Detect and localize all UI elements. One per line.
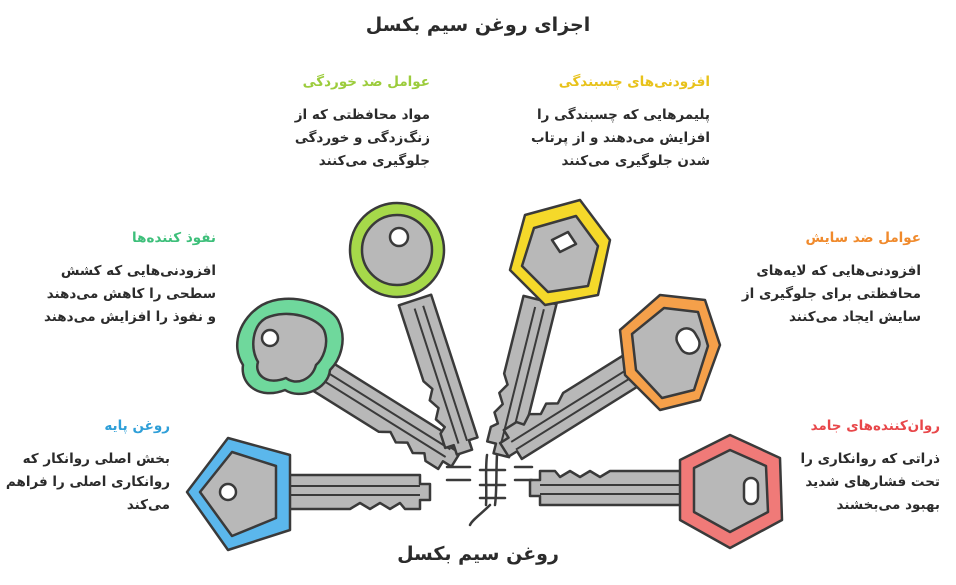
desc-line: سایش ایجاد می‌کنند: [788, 309, 921, 325]
item-antiwear: عوامل ضد سایش افزودنی‌هایی که لایه‌های م…: [741, 230, 921, 329]
desc-line: سطحی را کاهش می‌دهند: [46, 286, 216, 302]
key-yellow-icon: [483, 198, 612, 461]
desc-line: شدن جلوگیری می‌کنند: [561, 153, 710, 169]
desc-line: بهبود می‌بخشند: [836, 497, 940, 513]
item-anticorrosion: عوامل ضد خوردگی مواد محافظتی که از زنگ‌ز…: [260, 74, 430, 173]
item-heading-base-oil: روغن پایه: [104, 418, 170, 434]
desc-line: تحت فشارهای شدید: [805, 474, 940, 490]
desc-line: جلوگیری می‌کنند: [318, 153, 430, 169]
item-desc-base-oil: بخش اصلی روانکار که روانکاری اصلی را فرا…: [5, 448, 170, 517]
hand-grip-icon: [445, 453, 534, 527]
item-heading-solid-lubricants: روان‌کننده‌های جامد: [810, 418, 940, 434]
desc-line: ذراتی که روانکاری را: [800, 451, 940, 467]
key-blue-icon: [185, 436, 432, 552]
item-heading-penetrants: نفوذ کننده‌ها: [132, 230, 216, 246]
desc-line: زنگ‌زدگی و خوردگی: [294, 130, 430, 146]
diagram-center-label: روغن سیم بکسل: [397, 543, 559, 565]
desc-line: افزایش می‌دهند و از پرتاب: [530, 130, 710, 146]
item-desc-antiwear: افزودنی‌هایی که لایه‌های محافظتی برای جل…: [741, 260, 921, 329]
diagram-title: اجزای روغن سیم بکسل: [365, 14, 591, 36]
key-red-icon: [528, 433, 784, 550]
desc-line: بخش اصلی روانکار که: [22, 451, 170, 467]
item-penetrants: نفوذ کننده‌ها افزودنی‌هایی که کشش سطحی ر…: [40, 230, 216, 329]
item-desc-penetrants: افزودنی‌هایی که کشش سطحی را کاهش می‌دهند…: [40, 260, 216, 329]
item-heading-antiwear: عوامل ضد سایش: [805, 230, 921, 246]
desc-line: پلیمرهایی که چسبندگی را: [536, 107, 710, 123]
key-mint-icon: [236, 297, 466, 476]
item-base-oil: روغن پایه بخش اصلی روانکار که روانکاری ا…: [5, 418, 170, 517]
item-heading-tackiness: افزودنی‌های چسبندگی: [558, 74, 710, 90]
item-heading-anticorrosion: عوامل ضد خوردگی: [302, 74, 430, 90]
desc-line: و نفوذ را افزایش می‌دهند: [43, 309, 216, 325]
desc-line: می‌کند: [126, 497, 170, 513]
item-tackiness: افزودنی‌های چسبندگی پلیمرهایی که چسبندگی…: [520, 74, 710, 173]
item-desc-solid-lubricants: ذراتی که روانکاری را تحت فشارهای شدید به…: [790, 448, 940, 517]
key-orange-icon: [494, 293, 722, 466]
desc-line: افزودنی‌هایی که لایه‌های: [756, 263, 921, 279]
item-desc-tackiness: پلیمرهایی که چسبندگی را افزایش می‌دهند و…: [520, 104, 710, 173]
desc-line: مواد محافظتی که از: [294, 107, 430, 123]
item-solid-lubricants: روان‌کننده‌های جامد ذراتی که روانکاری را…: [790, 418, 940, 517]
desc-line: افزودنی‌هایی که کشش: [60, 263, 216, 279]
item-desc-anticorrosion: مواد محافظتی که از زنگ‌زدگی و خوردگی جلو…: [260, 104, 430, 173]
key-green-icon: [348, 201, 482, 459]
desc-line: محافظتی برای جلوگیری از: [741, 286, 921, 302]
desc-line: روانکاری اصلی را فراهم: [5, 474, 170, 490]
